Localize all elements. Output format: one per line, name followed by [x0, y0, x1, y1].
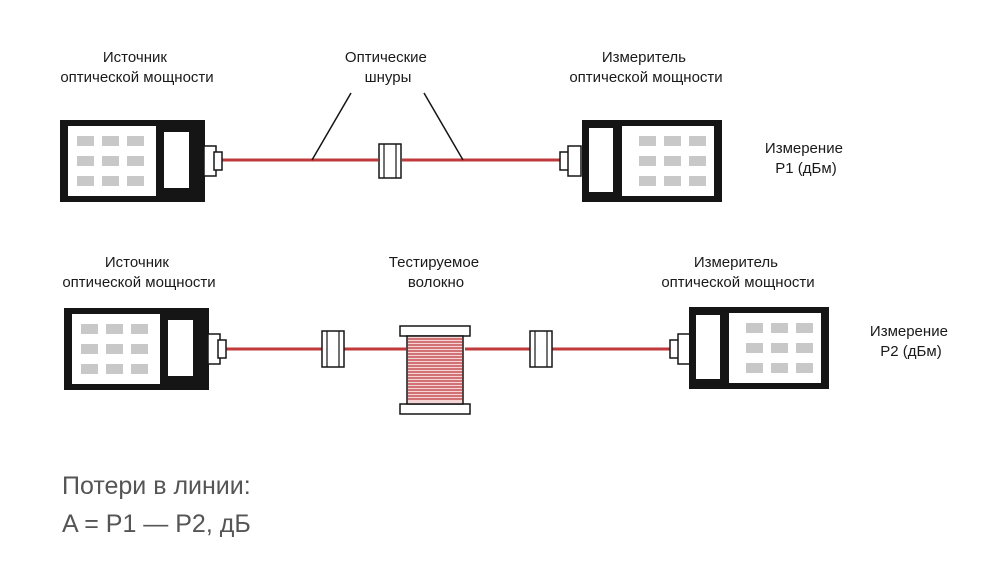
- setup-2: Источник оптической мощности Тестируемое…: [62, 254, 952, 415]
- adapter-connector: [529, 330, 553, 368]
- loss-formula: Потери в линии: A = P1 — P2, дБ: [62, 472, 251, 538]
- source-label-1: Источник оптической мощности: [60, 49, 213, 86]
- formula-heading: Потери в линии:: [62, 472, 251, 500]
- meter-connector: [669, 333, 692, 365]
- cords-pointer-left: [311, 92, 352, 161]
- adapter-connector: [321, 330, 345, 368]
- power-meter-device: [582, 120, 722, 202]
- setup-1: Источник оптической мощности Оптические …: [60, 49, 847, 202]
- light-source-device: [64, 308, 209, 390]
- source-label-2: Источник оптической мощности: [62, 254, 215, 291]
- source-connector: [203, 145, 223, 177]
- light-source-device: [60, 120, 205, 202]
- meter-label-2: Измеритель оптической мощности: [661, 254, 814, 291]
- power-meter-device: [689, 307, 829, 389]
- cords-label: Оптические шнуры: [345, 49, 431, 86]
- adapter-connector: [378, 143, 402, 179]
- meter-connector: [559, 145, 582, 177]
- tested-fiber-label: Тестируемое волокно: [389, 254, 483, 291]
- fiber-spool-icon: [399, 325, 471, 415]
- meter-label-1: Измеритель оптической мощности: [569, 49, 722, 86]
- formula-equation: A = P1 — P2, дБ: [62, 510, 251, 538]
- measure-p2-label: Измерение P2 (дБм): [870, 323, 952, 360]
- cords-pointer-right: [423, 92, 464, 161]
- source-connector: [207, 333, 227, 365]
- measure-p1-label: Измерение P1 (дБм): [765, 140, 847, 177]
